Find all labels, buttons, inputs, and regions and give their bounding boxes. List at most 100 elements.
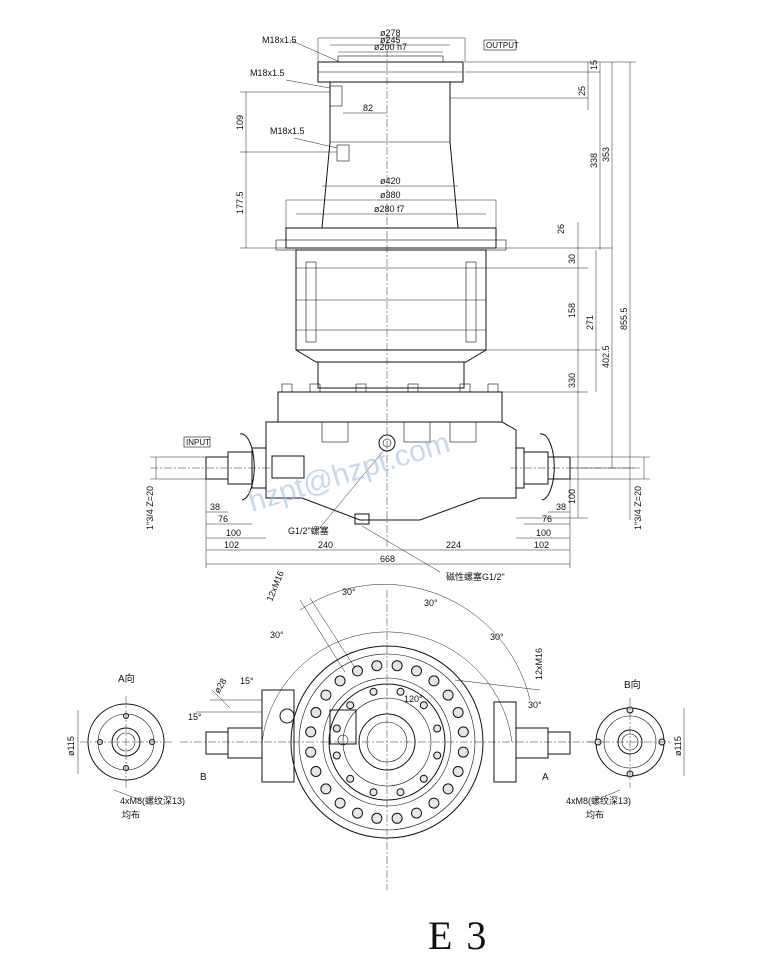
outer-hole-pattern — [305, 660, 469, 824]
outer-bolt-hole — [428, 675, 440, 687]
angle-30-c: 30° — [424, 598, 438, 608]
outer-bolt-hole — [391, 812, 403, 824]
outer-bolt-hole — [391, 660, 403, 672]
input-gearbox — [277, 391, 503, 423]
outer-bolt-hole — [411, 665, 422, 677]
view-b-dia: ø115 — [673, 736, 683, 756]
dim-100-left: 100 — [226, 528, 241, 538]
inner-bolt-hole — [433, 751, 442, 760]
outer-bolt-hole — [352, 807, 363, 819]
outer-bolt-hole — [352, 665, 363, 677]
dim-668: 668 — [380, 554, 395, 564]
angle-30-a: 30° — [342, 587, 356, 597]
outer-bolt-hole — [457, 726, 469, 738]
view-b: B向 ø115 4xM8(螺纹深13) 均布 — [566, 678, 685, 820]
dim-100-vertical: 100 — [567, 489, 577, 504]
outer-bolt-hole — [310, 766, 322, 777]
angle-30-e: 30° — [528, 700, 542, 710]
outer-bolt-hole — [334, 675, 346, 687]
outer-bolt-hole — [457, 746, 469, 758]
view-a-even: 均布 — [122, 809, 140, 820]
outer-bolt-hole — [452, 766, 464, 777]
inner-hole-pattern — [332, 687, 442, 797]
dim-271: 271 — [585, 315, 595, 330]
dim-15: 15 — [589, 60, 599, 70]
inner-bolt-hole — [396, 687, 405, 696]
outer-bolt-hole — [305, 726, 317, 738]
dim-25: 25 — [577, 86, 587, 96]
inner-bolt-hole — [346, 774, 355, 783]
view-b-bolts: 4xM8(螺纹深13) — [566, 795, 631, 806]
view-b-title: B向 — [624, 678, 641, 691]
thread-label-mid: M18x1.5 — [250, 68, 285, 78]
dim-330: 330 — [567, 373, 577, 388]
inner-bolt-hole — [332, 724, 341, 733]
view-a-bolts: 4xM8(螺纹深13) — [120, 795, 185, 806]
input-shaft-left — [150, 447, 270, 489]
inner-bolt-hole — [419, 701, 428, 710]
section-mark-a: A — [542, 772, 549, 783]
rotation-arrow-right — [539, 433, 555, 501]
output-label: OUTPUT — [486, 41, 519, 50]
inner-bolt-hole — [369, 788, 378, 797]
angle-15-a: 15° — [240, 676, 254, 686]
inner-bolt-hole — [332, 751, 341, 760]
thread-label-low: M18x1.5 — [270, 126, 305, 136]
dim-76-right: 76 — [542, 514, 552, 524]
plan-view: 12xM16 12xM16 30° 30° 30° 30° 30° 15° 15… — [180, 569, 600, 890]
outer-bolt-hole — [305, 746, 317, 758]
dia-28: ø28 — [212, 677, 228, 695]
dim-278: ø278 — [380, 28, 401, 38]
dim-38-right: 38 — [556, 502, 566, 512]
outer-bolt-hole — [411, 807, 422, 819]
outer-bolt-hole — [442, 783, 454, 795]
outer-bolt-hole — [371, 660, 383, 672]
dim-420: ø420 — [380, 176, 401, 186]
view-b-even: 均布 — [586, 809, 604, 820]
dim-177: 177.5 — [235, 191, 245, 214]
outer-bolt-hole — [320, 783, 332, 795]
dim-102-left: 102 — [224, 540, 239, 550]
dim-240: 240 — [318, 540, 333, 550]
dim-26: 26 — [556, 224, 566, 234]
outer-bolt-hole — [310, 707, 322, 718]
dim-102-right: 102 — [534, 540, 549, 550]
dim-38-left: 38 — [210, 502, 220, 512]
angle-30-d: 30° — [490, 632, 504, 642]
angle-15-b: 15° — [188, 712, 202, 722]
dim-109: 109 — [235, 115, 245, 130]
dim-158: 158 — [567, 303, 577, 318]
holes-m16-label-right: 12xM16 — [534, 648, 544, 680]
drain-plug — [378, 434, 396, 452]
shaft-spec-right: 1"3/4 Z=20 — [633, 486, 643, 530]
outer-bolt-hole — [428, 797, 440, 809]
shaft-spec-left: 1"3/4 Z=20 — [145, 486, 155, 530]
holes-m16-label: 12xM16 — [265, 569, 286, 602]
outer-bolt-hole — [371, 812, 383, 824]
dim-200: ø200 h7 — [374, 42, 407, 52]
outer-bolt-hole — [452, 707, 464, 718]
thread-label-top: M18x1.5 — [262, 35, 297, 45]
dim-353: 353 — [601, 147, 611, 162]
angle-30-b: 30° — [270, 630, 284, 640]
dim-280: ø280 f7 — [374, 204, 405, 214]
section-mark-b: B — [200, 772, 207, 783]
inner-bolt-hole — [396, 788, 405, 797]
dim-402: 402.5 — [601, 345, 611, 368]
dim-245: ø245 — [380, 35, 401, 45]
watermark: hzpt@hzpt.com — [244, 426, 453, 519]
input-label: INPUT — [186, 438, 210, 447]
rotation-arrow-left — [239, 433, 255, 501]
inner-bolt-hole — [433, 724, 442, 733]
dim-380: ø380 — [380, 190, 401, 200]
output-flange-outline — [290, 645, 484, 839]
view-a-dia: ø115 — [66, 736, 76, 756]
figure-label: E 3 — [428, 913, 489, 958]
mid-flange — [285, 227, 497, 249]
outer-bolt-hole — [334, 797, 346, 809]
dim-30: 30 — [567, 254, 577, 264]
front-elevation: OUTPUT INPUT M18x1.5 M18x1.5 M18x1.5 ø27… — [145, 28, 650, 582]
plug-label-left: G1/2"螺塞 — [288, 525, 329, 536]
outer-bolt-hole — [442, 689, 454, 701]
view-a: A向 ø115 4xM8(螺纹深13) 均布 — [66, 672, 185, 820]
